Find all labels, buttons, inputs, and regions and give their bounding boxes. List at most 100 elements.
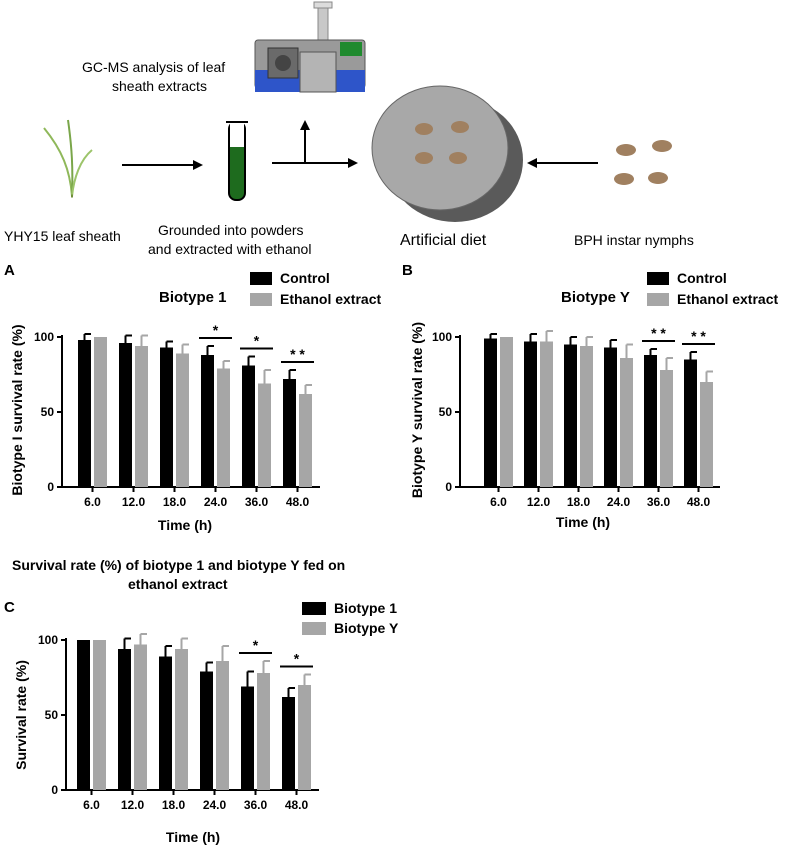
panel-a-ylabel: Biotype I survival rate (%) [9, 324, 25, 495]
x-tick-label: 36.0 [244, 798, 268, 812]
significance-marker: * [254, 333, 260, 349]
legend-swatch [250, 293, 272, 306]
bar-series2 [500, 337, 513, 487]
y-tick-label: 0 [445, 480, 452, 494]
y-tick-label: 100 [38, 633, 58, 647]
y-tick-label: 50 [439, 405, 453, 419]
x-tick-label: 18.0 [567, 495, 591, 509]
significance-marker: * * [691, 328, 706, 344]
bar-series2 [216, 661, 229, 790]
arrow-nymphs-to-diet [527, 158, 598, 168]
panel-b-title: Biotype Y [561, 289, 630, 306]
panel-a-letter: A [4, 262, 15, 279]
y-tick-label: 50 [41, 405, 55, 419]
bar-series2 [620, 358, 633, 487]
x-tick-label: 6.0 [83, 798, 100, 812]
x-tick-label: 12.0 [122, 495, 146, 509]
significance-marker: * [294, 651, 300, 667]
gcms-label-line1: GC-MS analysis of leaf [82, 59, 225, 75]
panel-c-title-line2: ethanol extract [128, 576, 228, 592]
legend-swatch [647, 293, 669, 306]
nymph-label: BPH instar nymphs [574, 232, 694, 248]
x-tick-label: 12.0 [527, 495, 551, 509]
bar-series1 [282, 697, 295, 790]
extract-label-line1: Grounded into powders [158, 222, 304, 238]
bar-series1 [78, 340, 91, 487]
panel-b-ylabel: Biotype Y survival rate (%) [409, 322, 425, 498]
x-tick-label: 12.0 [121, 798, 145, 812]
arrow-tube-to-diet [272, 158, 358, 168]
legend-swatch [302, 622, 326, 635]
arrow-leaf-to-tube [122, 160, 203, 170]
legend-label: Control [677, 270, 727, 286]
panel-c-title-line1: Survival rate (%) of biotype 1 and bioty… [12, 557, 345, 573]
legend-swatch [302, 602, 326, 615]
y-tick-label: 50 [45, 708, 59, 722]
panel-b-plot: 0 50 100 6.0 12.0 18.0 24.0 36.0 48.0 * * * * [432, 325, 720, 509]
bar-series1 [241, 686, 254, 790]
x-tick-label: 48.0 [285, 798, 309, 812]
y-tick-label: 0 [47, 480, 54, 494]
x-tick-label: 48.0 [687, 495, 711, 509]
arrow-up-to-gcms [300, 120, 310, 163]
significance-marker: * [253, 637, 259, 653]
bar-series1 [484, 338, 497, 487]
significance-marker: * * [651, 325, 666, 341]
bar-series1 [160, 347, 173, 487]
bar-series1 [283, 379, 296, 487]
panel-c-plot: 0 50 100 6.0 12.0 18.0 24.0 36.0 48.0 * * [38, 633, 319, 812]
bar-series1 [77, 640, 90, 790]
extract-label-line2: and extracted with ethanol [148, 241, 311, 257]
bar-series2 [175, 649, 188, 790]
y-tick-label: 100 [34, 330, 54, 344]
bar-series1 [242, 365, 255, 487]
bar-series1 [684, 359, 697, 487]
panel-b-chart: B Biotype Y Biotype Y survival rate (%) … [402, 262, 778, 530]
x-tick-label: 6.0 [84, 495, 101, 509]
x-tick-label: 6.0 [490, 495, 507, 509]
panel-c-ylabel: Survival rate (%) [13, 660, 29, 770]
x-tick-label: 24.0 [607, 495, 631, 509]
legend-label: Ethanol extract [677, 291, 778, 307]
bar-series2 [258, 383, 271, 487]
x-tick-label: 18.0 [163, 495, 187, 509]
significance-marker: * * [290, 346, 305, 362]
bar-series2 [660, 370, 673, 487]
bar-series2 [135, 346, 148, 487]
panel-a-title: Biotype 1 [159, 289, 227, 306]
bar-series2 [93, 640, 106, 790]
bar-series2 [257, 673, 270, 790]
significance-marker: * [213, 322, 219, 338]
bar-series1 [604, 347, 617, 487]
bar-series1 [644, 355, 657, 487]
bar-series2 [217, 368, 230, 487]
bar-series2 [134, 644, 147, 790]
bar-series1 [564, 344, 577, 487]
diet-label: Artificial diet [400, 232, 487, 249]
x-tick-label: 48.0 [286, 495, 310, 509]
legend-label: Control [280, 270, 330, 286]
x-tick-label: 24.0 [204, 495, 228, 509]
y-tick-label: 100 [432, 330, 452, 344]
panel-a-xlabel: Time (h) [158, 517, 212, 533]
x-tick-label: 18.0 [162, 798, 186, 812]
bar-series2 [540, 341, 553, 487]
legend-swatch [250, 272, 272, 285]
bar-series1 [159, 656, 172, 790]
panel-c-letter: C [4, 599, 15, 616]
artificial-diet-disk-icon [371, 85, 523, 222]
bar-series1 [119, 343, 132, 487]
x-tick-label: 36.0 [647, 495, 671, 509]
bar-series1 [200, 671, 213, 790]
panel-b-letter: B [402, 262, 413, 279]
bar-series2 [700, 382, 713, 487]
y-tick-label: 0 [51, 783, 58, 797]
legend-swatch [647, 272, 669, 285]
x-tick-label: 24.0 [203, 798, 227, 812]
panel-c-xlabel: Time (h) [166, 829, 220, 845]
